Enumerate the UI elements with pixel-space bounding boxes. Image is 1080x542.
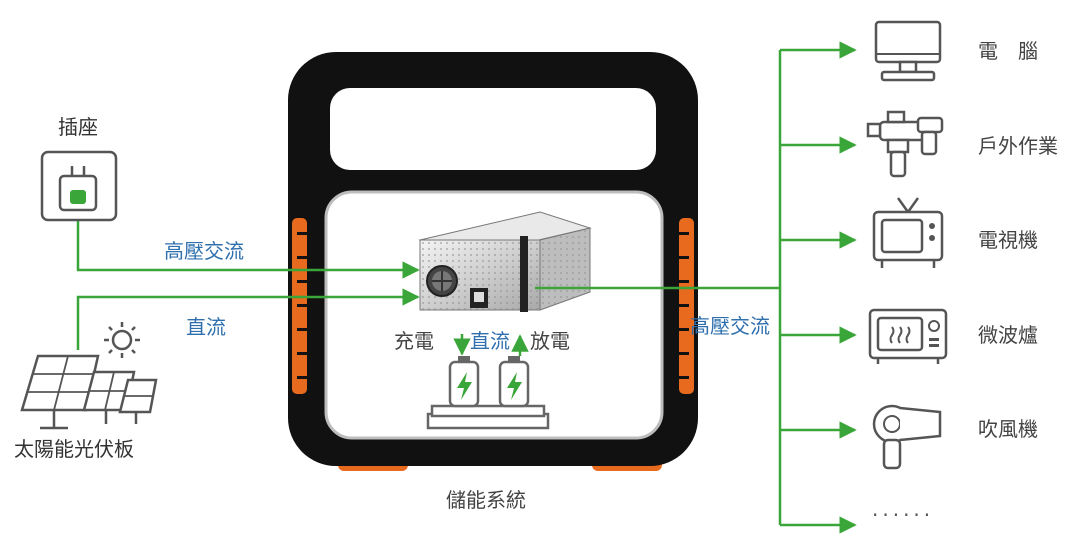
solar-panel-icon: [20, 322, 158, 430]
hair-dryer-icon: [872, 404, 942, 470]
system-label: 儲能系統: [446, 488, 526, 512]
ac-input-label: 高壓交流: [164, 239, 244, 263]
monitor-icon: [874, 20, 942, 82]
load-label-hairdryer: 吹風機: [978, 417, 1038, 441]
tv-icon: [872, 197, 944, 268]
sun-icon: [104, 322, 140, 358]
ac-input-line: [76, 205, 420, 279]
charge-label: 充電: [394, 329, 434, 353]
load-label-outdoor: 戶外作業: [978, 134, 1058, 158]
solar-label: 太陽能光伏板: [14, 437, 134, 461]
side-grip-left: [292, 218, 307, 394]
internal-dc-label: 直流: [470, 329, 510, 353]
ac-output-label: 高壓交流: [690, 314, 770, 338]
inverter-module-icon: [418, 211, 592, 312]
load-label-more: ......: [872, 497, 934, 521]
discharge-label: 放電: [530, 329, 570, 353]
load-label-computer: 電 腦: [978, 39, 1038, 63]
microwave-icon: [868, 308, 948, 364]
load-label-microwave: 微波爐: [978, 323, 1038, 347]
dc-input-line: [76, 288, 420, 350]
wall-socket-icon: [40, 150, 118, 222]
dc-input-label: 直流: [186, 315, 226, 339]
side-grip-right: [679, 218, 694, 394]
power-drill-icon: [866, 110, 944, 178]
battery-pack-icon: [426, 356, 550, 430]
load-label-tv: 電視機: [978, 228, 1038, 252]
socket-label: 插座: [58, 115, 98, 139]
